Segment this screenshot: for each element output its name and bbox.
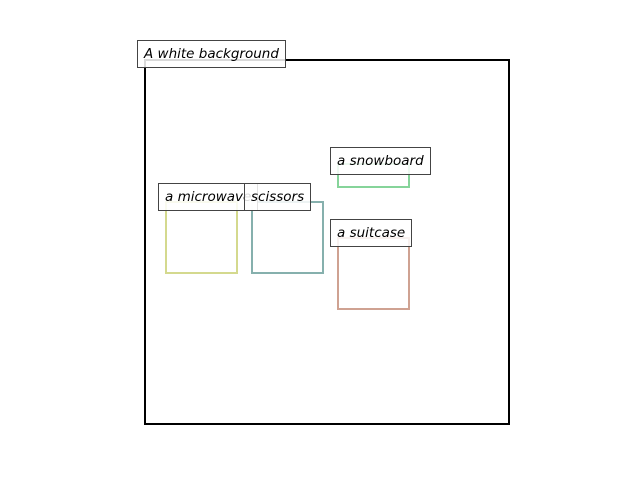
suitcase-label: a suitcase [330,219,413,247]
background-frame [144,59,510,425]
snowboard-label: a snowboard [330,147,431,175]
microwave-label: a microwave [158,183,259,211]
scissors-box [251,201,324,274]
suitcase-box [337,237,410,310]
frame-caption: A white background [137,40,286,68]
microwave-box [165,201,238,274]
scissors-label: scissors [244,183,312,211]
